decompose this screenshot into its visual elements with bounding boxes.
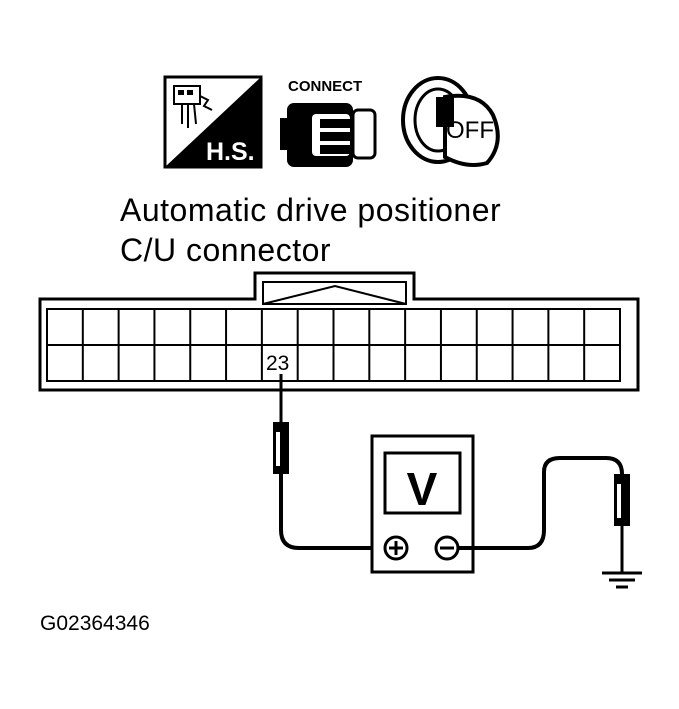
- ignition-off-icon: OFF: [401, 76, 500, 167]
- figure-code: G02364346: [40, 612, 150, 635]
- title-line-1: Automatic drive positioner: [120, 192, 502, 228]
- positive-probe: [273, 374, 380, 550]
- connect-label: CONNECT: [288, 78, 362, 95]
- ignition-off-label: OFF: [446, 117, 494, 144]
- terminal-grid: [81, 309, 586, 381]
- pin-23-label: 23: [266, 352, 289, 375]
- ground-probe: [458, 456, 630, 572]
- connector: 23: [38, 271, 640, 392]
- ground-symbol-icon: [602, 571, 642, 589]
- voltmeter: V: [370, 434, 475, 574]
- connect-icon: CONNECT: [280, 78, 377, 167]
- harness-side-icon: H.S.: [163, 75, 263, 169]
- harness-side-label: H.S.: [206, 138, 255, 166]
- voltmeter-label: V: [407, 463, 438, 515]
- title-line-2: C/U connector: [120, 232, 332, 268]
